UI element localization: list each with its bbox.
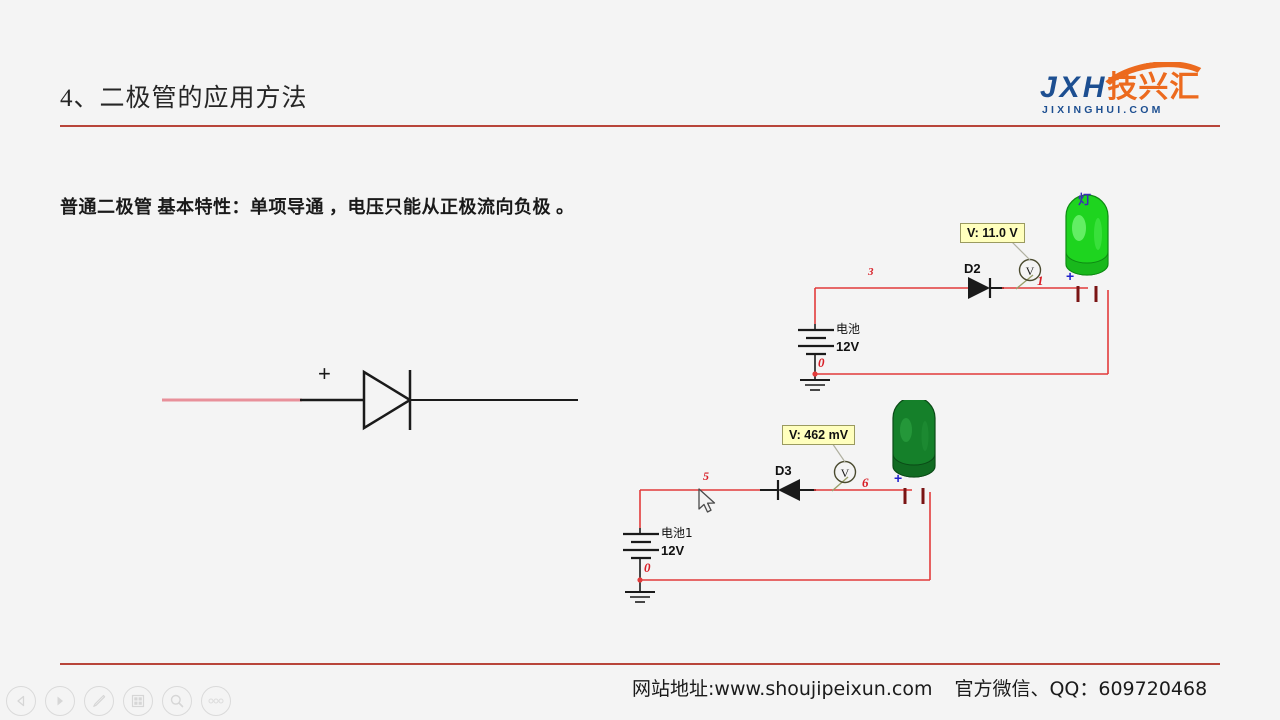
brand-logo: JXH技兴汇 JIXINGHUI.COM	[1040, 62, 1225, 120]
footer-divider	[60, 663, 1220, 665]
diode-ref-d3: D3	[775, 463, 792, 478]
large-diode-graphic	[162, 369, 578, 431]
logo-latin-text: JXH	[1040, 71, 1108, 104]
thumbnail-grid-button[interactable]	[123, 686, 153, 716]
magnifier-icon	[170, 694, 184, 708]
ellipsis-icon	[208, 698, 224, 704]
reverse-bias-circuit: V 5 6 0 D3 电池1 12V + V: 462 mV	[620, 396, 970, 615]
page-title: 4、二极管的应用方法	[60, 85, 308, 112]
node-label-ground-0: 0	[818, 355, 825, 370]
node-label-ground-0b: 0	[644, 560, 651, 575]
battery-name-label: 电池	[836, 322, 861, 336]
battery-value-label: 12V	[836, 339, 860, 354]
footer-website: 网站地址:www.shoujipeixun.com	[632, 678, 933, 700]
logo-wordmark: JXH技兴汇	[1040, 72, 1200, 104]
next-slide-button[interactable]	[45, 686, 75, 716]
player-toolbar[interactable]	[6, 686, 231, 716]
node-label-3: 3	[868, 266, 874, 278]
forward-bias-circuit: V 3 1 0 D2 电池 12V + 灯 V: 11.0 V	[790, 190, 1140, 400]
svg-text:V: V	[1026, 264, 1035, 278]
logo-domain-text: JIXINGHUI.COM	[1042, 104, 1164, 116]
pen-icon	[93, 694, 106, 707]
pen-tool-button[interactable]	[84, 686, 114, 716]
lead-paragraph: 普通二极管 基本特性：单项导通 ，电压只能从正极流向负极 。	[60, 197, 575, 217]
led-plus-label: +	[1066, 268, 1075, 284]
led-name-label: 灯	[1078, 193, 1092, 208]
triangle-right-icon	[57, 696, 63, 706]
previous-slide-button[interactable]	[6, 686, 36, 716]
voltmeter-reading-1: V: 11.0 V	[960, 223, 1025, 243]
zoom-search-button[interactable]	[162, 686, 192, 716]
footer-text: 网站地址:www.shoujipeixun.com 官方微信、QQ：6097204…	[632, 674, 1207, 701]
voltmeter-reading-2: V: 462 mV	[782, 425, 856, 445]
node-label-6: 6	[862, 475, 869, 490]
battery1-value-label: 12V	[661, 543, 685, 558]
grid-icon	[131, 694, 145, 708]
battery1-name-label: 电池1	[661, 526, 693, 540]
node-label-5: 5	[703, 469, 709, 483]
circuit-wiring-2: V	[623, 396, 936, 603]
diode-ref-d2: D2	[964, 261, 981, 276]
more-options-button[interactable]	[201, 686, 231, 716]
circuit-wiring-1: V	[798, 194, 1109, 391]
node-label-1: 1	[1037, 273, 1044, 288]
header-divider	[60, 125, 1220, 127]
svg-text:V: V	[841, 466, 850, 480]
mouse-cursor-arrow-pointer	[698, 488, 716, 513]
triangle-left-icon	[17, 695, 25, 707]
led2-plus-label: +	[894, 470, 903, 486]
large-diode-symbol: +	[160, 360, 580, 440]
diode-plus-sign: +	[318, 361, 331, 386]
logo-chinese-text: 技兴汇	[1107, 71, 1201, 104]
footer-contact: 官方微信、QQ：609720468	[954, 678, 1208, 700]
